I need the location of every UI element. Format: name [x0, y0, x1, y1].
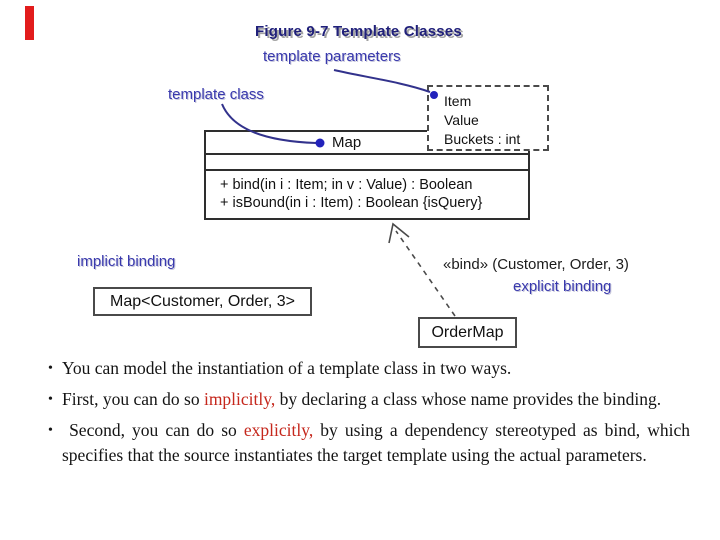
bind-dependency-arrowhead: [388, 222, 410, 244]
slide-accent-bar: [25, 6, 34, 40]
ordermap-class-box: OrderMap: [418, 317, 517, 348]
map-class-attribute-compartment: [206, 155, 528, 171]
bullet-marker: •: [48, 423, 53, 438]
template-parameters-box: Item Value Buckets : int: [427, 85, 549, 151]
map-class-name-compartment: Map: [206, 132, 528, 155]
bullet-item: • First, you can do so implicitly, by dec…: [40, 387, 690, 412]
template-class-label: template class: [168, 86, 264, 103]
implicit-binding-label: implicit binding: [77, 253, 176, 270]
explicit-binding-label: explicit binding: [513, 278, 612, 295]
template-parameters-label: template parameters: [263, 48, 401, 65]
bullet-list: • You can model the instantiation of a te…: [40, 356, 690, 474]
bullet-item: • Second, you can do so explicitly, by u…: [40, 418, 690, 468]
bullet-marker: •: [48, 392, 53, 407]
template-param-value: Value: [444, 112, 479, 128]
bullet-item: • You can model the instantiation of a te…: [40, 356, 690, 381]
map-instance-box: Map<Customer, Order, 3>: [93, 287, 312, 316]
template-parameters-connector: [333, 69, 431, 93]
template-param-item: Item: [444, 93, 472, 109]
bind-stereotype-label: «bind» (Customer, Order, 3): [443, 256, 629, 273]
bullet-text: Second, you can do so explicitly, by usi…: [62, 420, 690, 465]
template-param-buckets: Buckets : int: [444, 131, 521, 147]
operation-isbound: + isBound(in i : Item) : Boolean {isQuer…: [220, 194, 483, 211]
bullet-marker: •: [48, 361, 53, 376]
map-class-operations-compartment: + bind(in i : Item; in v : Value) : Bool…: [206, 171, 528, 212]
operation-bind: + bind(in i : Item; in v : Value) : Bool…: [220, 177, 473, 193]
bullet-text: First, you can do so implicitly, by decl…: [62, 389, 662, 409]
bind-dependency-dashed-line: [395, 230, 456, 317]
figure-title: Figure 9-7 Template Classes: [255, 23, 462, 40]
map-class-name: Map: [332, 134, 362, 151]
bullet-text: You can model the instantiation of a tem…: [62, 358, 512, 378]
